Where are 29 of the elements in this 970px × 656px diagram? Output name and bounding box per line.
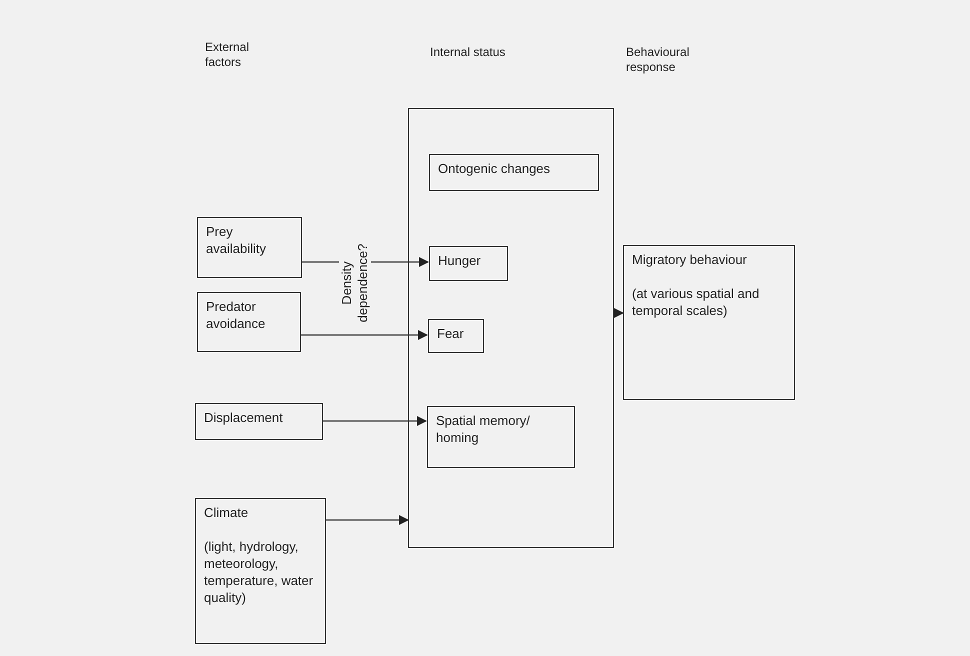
box-title: Fear	[437, 325, 465, 342]
arrow	[323, 416, 427, 426]
factor-box	[195, 403, 323, 440]
box-title: Ontogenic changes	[438, 160, 552, 177]
factor-box	[429, 154, 599, 191]
box-title: Prey availability	[206, 223, 267, 257]
box-title: Displacement	[204, 409, 284, 426]
factor-box	[427, 406, 575, 468]
factor-box	[428, 319, 484, 353]
column-heading: External factors	[205, 40, 250, 70]
rotated-label: Density dependence?	[339, 241, 371, 325]
box-title: Predator avoidance	[206, 298, 266, 332]
status-box	[408, 108, 614, 548]
arrow	[614, 308, 624, 318]
factor-box	[195, 498, 326, 644]
box-title: Climate	[204, 504, 250, 521]
box-title: Hunger	[438, 252, 482, 269]
box-title: Migratory behaviour	[632, 251, 748, 268]
column-heading: Internal status	[430, 45, 506, 60]
box-title: Spatial memory/ homing	[436, 412, 531, 446]
box-note: (light, hydrology, meteorology, temperature, water quality)	[204, 538, 314, 606]
arrow	[301, 330, 428, 340]
factor-box	[197, 292, 301, 352]
factor-box	[429, 246, 508, 281]
factor-box	[623, 245, 795, 400]
factor-box	[197, 217, 302, 278]
column-heading: Behavioural response	[626, 45, 690, 75]
box-note: (at various spatial and temporal scales)	[632, 285, 760, 319]
arrow	[326, 515, 409, 525]
